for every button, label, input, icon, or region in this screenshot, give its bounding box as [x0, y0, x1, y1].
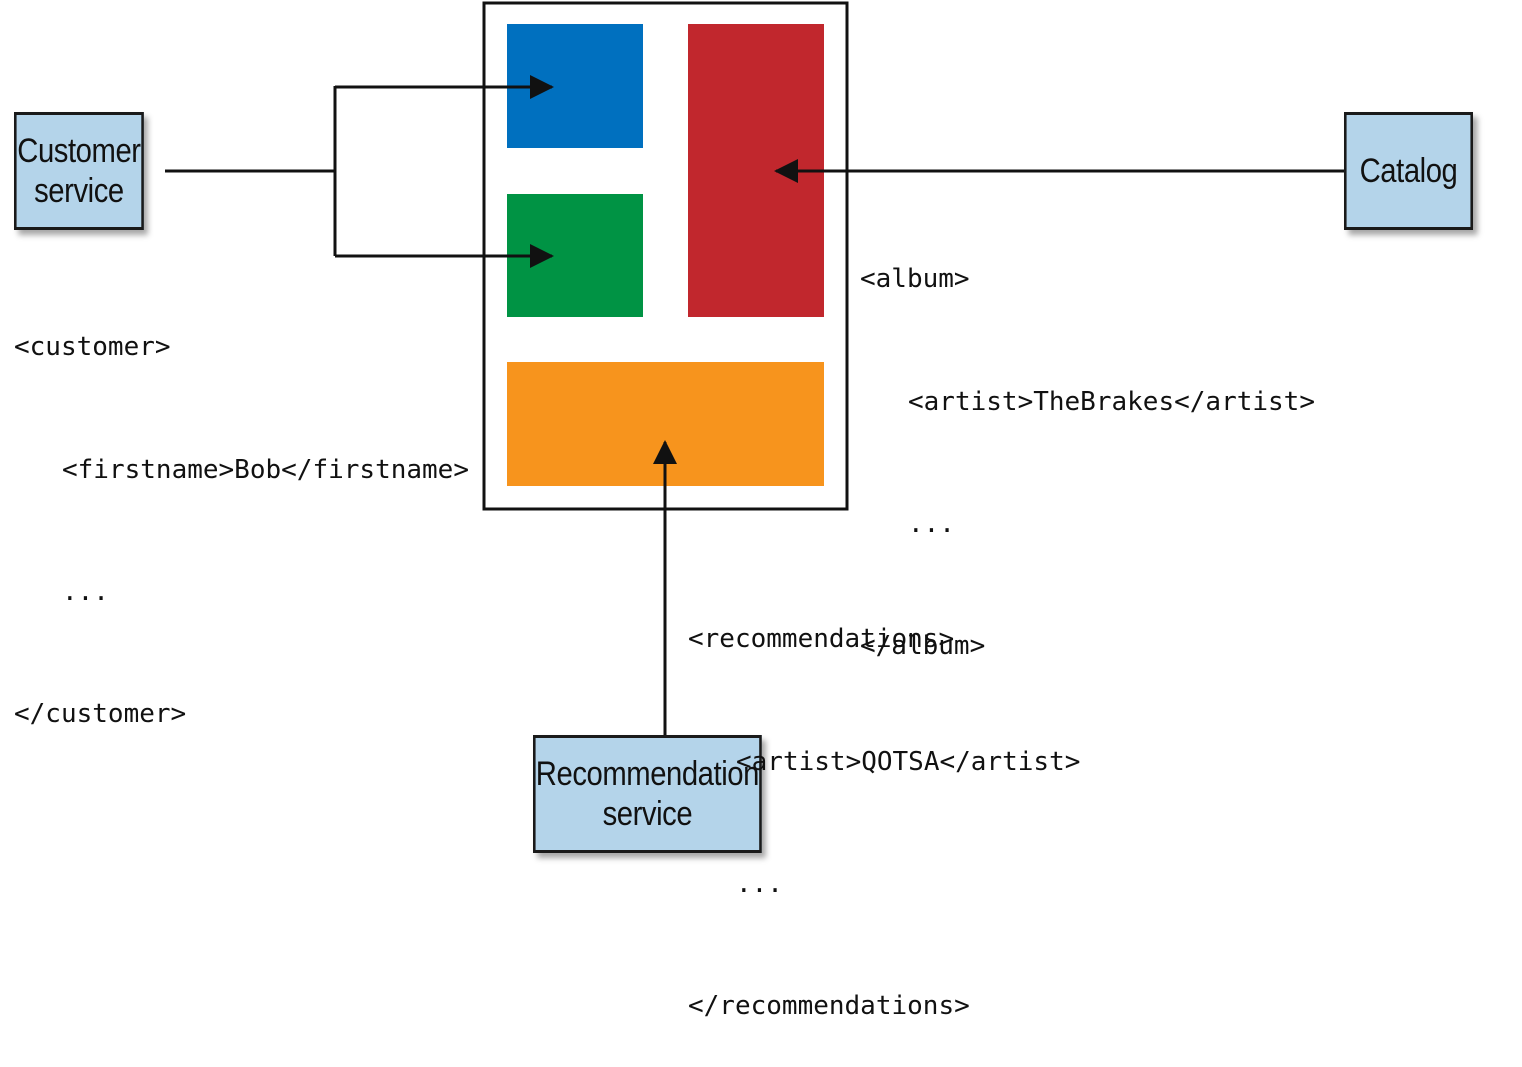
catalog-label: Catalog [1359, 151, 1458, 190]
recommendations-xml-close: </recommendations> [688, 990, 970, 1021]
album-xml-snippet: <album> <artist>TheBrakes</artist> ... <… [860, 178, 1315, 707]
recommendations-xml-snippet: <recommendations> <artist>QOTSA</artist>… [688, 538, 1080, 1067]
customer-xml-field: <firstname>Bob</firstname> [62, 454, 469, 485]
recommendation-service-label-line1: Recommendation [535, 754, 760, 793]
recommendations-xml-open: <recommendations> [688, 624, 955, 655]
album-xml-field: <artist>TheBrakes</artist> [908, 386, 1315, 417]
customer-service-label-line1: Customer [17, 131, 141, 170]
composition-diagram [165, 1, 1344, 735]
album-xml-open: <album> [860, 264, 970, 295]
album-xml-ellipsis: ... [908, 508, 955, 539]
customer-service-box: Customer service [14, 112, 144, 230]
album-xml-close: </album> [860, 630, 986, 661]
recommendations-xml-ellipsis: ... [736, 868, 783, 899]
customer-xml-close: </customer> [14, 698, 187, 729]
recommendations-xml-field: <artist>QOTSA</artist> [736, 746, 1081, 777]
recommendation-service-box: Recommendation service [533, 735, 762, 853]
recommendation-service-label-line2: service [602, 795, 693, 833]
customer-service-label-line2: service [34, 172, 124, 210]
customer-xml-open: <customer> [14, 332, 171, 363]
customer-xml-ellipsis: ... [62, 576, 109, 607]
catalog-box: Catalog [1344, 112, 1473, 230]
customer-xml-snippet: <customer> <firstname>Bob</firstname> ..… [14, 246, 469, 775]
customer-connector [165, 86, 337, 256]
